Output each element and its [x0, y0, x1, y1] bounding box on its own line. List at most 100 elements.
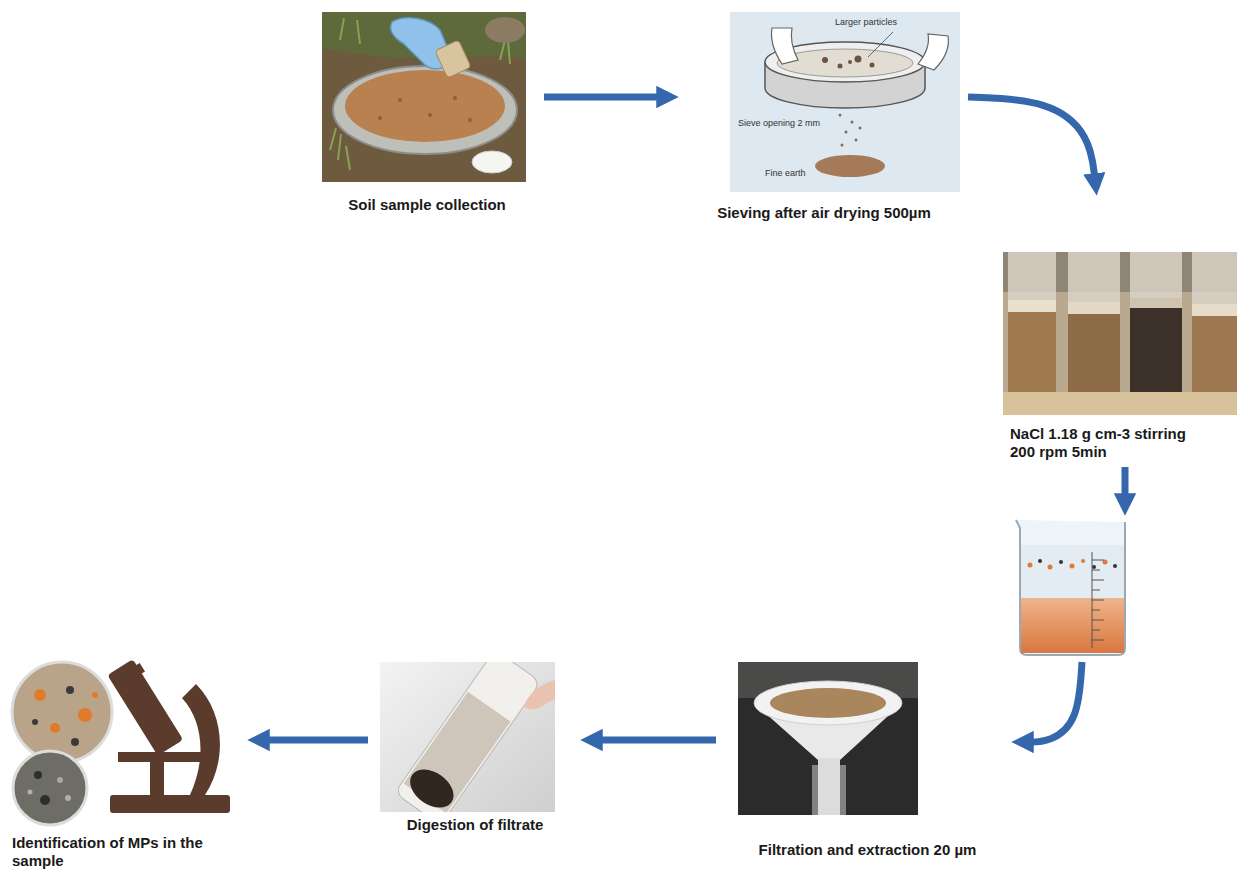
digestion-photo-part	[524, 680, 555, 709]
digestion-photo-part	[395, 662, 541, 812]
soil-photo-part	[472, 151, 512, 173]
tubes-photo-part	[1192, 304, 1237, 316]
beaker-drawing-part	[1092, 552, 1104, 648]
flow-arrow	[596, 740, 716, 741]
sieve-drawing-part	[855, 139, 858, 142]
illustration-label: Larger particles	[835, 17, 897, 28]
microscopy-icon-part	[71, 738, 79, 746]
sieve-drawing-part	[841, 144, 844, 147]
tubes-photo-part	[1068, 252, 1120, 397]
digestion-photo-part-part	[395, 662, 541, 812]
beaker-drawing	[1016, 520, 1125, 655]
sieve-drawing-part	[815, 155, 885, 177]
process-step: Filtration and extraction 20 µm	[730, 662, 1005, 859]
sieve-drawing	[730, 12, 960, 192]
process-step: Sieving after air drying 500µm	[688, 12, 960, 222]
sieve-drawing-part	[771, 28, 798, 64]
microscopy-icon-part	[40, 795, 50, 805]
sieve-drawing-part	[859, 127, 862, 130]
sieve-drawing-part	[730, 12, 960, 192]
soil-photo-part	[485, 17, 525, 43]
microscopy-icon-part	[34, 689, 46, 701]
sieve-drawing-part	[868, 32, 893, 57]
process-step: Digestion of filtrate	[380, 662, 570, 834]
soil-photo-part	[468, 118, 472, 122]
microscopy-icon-part	[32, 719, 38, 725]
microscopy-icon-part	[110, 795, 230, 813]
filtration-photo-part	[754, 681, 902, 725]
microscopy-icon-part	[50, 723, 60, 733]
sieve-drawing-part	[822, 57, 828, 63]
beaker-drawing-part	[1021, 598, 1124, 653]
sieve-drawing-part	[851, 121, 854, 124]
flow-arrow-line	[263, 737, 368, 744]
microscopy-icon-part	[65, 795, 71, 801]
step-caption: Soil sample collection	[322, 196, 532, 214]
flow-arrow	[544, 97, 663, 98]
beaker-drawing-part	[1048, 565, 1053, 570]
tubes-photo-part	[1008, 312, 1056, 395]
sieve-drawing-part	[838, 64, 843, 69]
flow-arrow	[263, 740, 368, 741]
microscopy-icon-part	[13, 751, 87, 825]
beaker-drawing-part	[1021, 545, 1124, 653]
soil-photo-part	[435, 40, 471, 78]
soil-photo-part	[453, 96, 457, 100]
microscopy-icon-part	[150, 762, 164, 796]
tubes-photo-part	[1130, 308, 1182, 395]
tubes-photo-part	[1130, 252, 1182, 397]
microscopy-icon-part	[121, 663, 145, 683]
beaker-drawing-part	[1059, 560, 1063, 564]
soil-photo-part	[378, 116, 382, 120]
filtration-photo-part	[738, 662, 918, 815]
digestion-photo-part-part	[403, 762, 461, 812]
tubes-photo-part	[1068, 314, 1120, 395]
microscopy-icon-part	[107, 659, 183, 755]
sieve-drawing-part	[845, 131, 848, 134]
step-caption: Digestion of filtrate	[380, 816, 570, 834]
sieve-drawing-part	[777, 49, 913, 77]
microscopy-icon-part	[12, 662, 112, 762]
tubes-photo-part	[1130, 298, 1182, 308]
beaker-drawing-part	[1070, 564, 1075, 569]
flow-arrow-line	[544, 94, 663, 101]
sieve-drawing-part	[855, 56, 862, 63]
tubes-photo-part	[1192, 252, 1237, 397]
flow-arrow-line	[1027, 662, 1082, 742]
microscopy-icon-part	[66, 686, 74, 694]
microscopy-icon	[12, 659, 230, 825]
filtration-photo-part	[770, 688, 886, 718]
filtration-photo-part	[818, 758, 840, 815]
sieve-drawing-part	[848, 60, 852, 64]
picture-area	[322, 12, 532, 184]
filtration-photo	[738, 662, 918, 815]
tubes-photo-part	[1003, 392, 1237, 415]
microscopy-icon-part	[78, 708, 92, 722]
beaker-drawing-part	[1092, 565, 1096, 569]
flow-arrow-line	[968, 97, 1095, 180]
step-caption: Filtration and extraction 20 µm	[730, 841, 1005, 859]
beaker-drawing-part	[1081, 559, 1085, 563]
microscopy-icon-part	[34, 771, 42, 779]
tubes-photo-part	[1008, 300, 1056, 312]
soil-photo-part	[322, 12, 526, 182]
microscopy-icon-part	[182, 684, 220, 795]
picture-area	[380, 662, 570, 812]
beaker-drawing-part	[1038, 559, 1042, 563]
beaker-drawing-part	[1016, 520, 1125, 655]
soil-photo-part	[428, 113, 432, 117]
step-caption: Identification of MPs in the sample	[5, 834, 227, 870]
tubes-photo-part	[1068, 302, 1120, 314]
flow-arrow	[1027, 467, 1125, 742]
illustration-label: Fine earth	[765, 168, 806, 179]
soil-photo	[322, 12, 526, 182]
beaker-drawing-part	[1113, 564, 1117, 568]
beaker-drawing-part	[1028, 563, 1033, 568]
tubes-photo-part	[1008, 252, 1056, 397]
step-caption: Sieving after air drying 500µm	[688, 204, 960, 222]
step-caption: NaCl 1.18 g cm-3 stirring 200 rpm 5min	[1003, 425, 1215, 461]
process-step: NaCl 1.18 g cm-3 stirring 200 rpm 5min	[1003, 252, 1233, 461]
sieve-drawing-part	[918, 34, 948, 70]
